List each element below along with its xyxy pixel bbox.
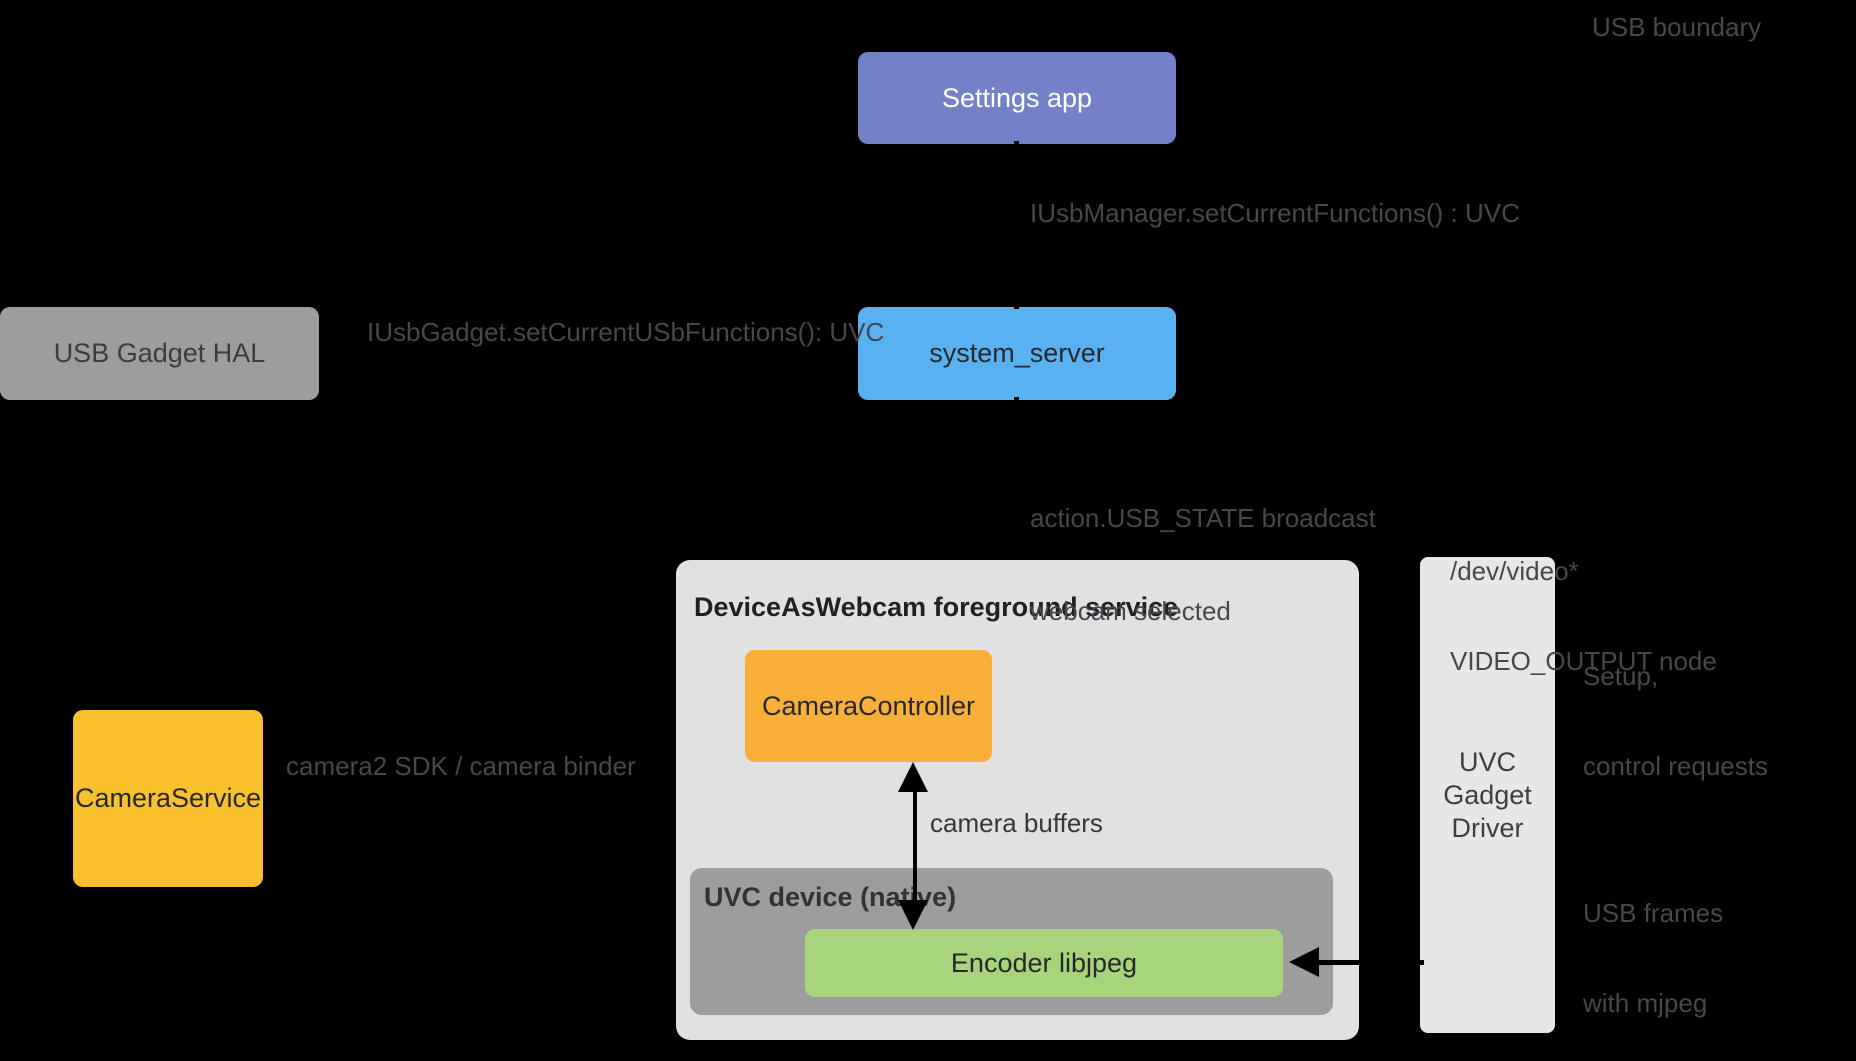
camera-buffers-label: camera buffers bbox=[930, 808, 1103, 838]
camera-controller-box: CameraController bbox=[745, 650, 992, 762]
usb-frames-label: USB frames with mjpeg bbox=[1583, 838, 1723, 1061]
setup-control-label: Setup, control requests bbox=[1583, 601, 1768, 841]
arrow-system-server-to-webcam-service bbox=[1014, 397, 1019, 557]
uvc-device-native-container: UVC device (native) Encoder libjpeg bbox=[690, 868, 1333, 1015]
device-as-webcam-container: DeviceAsWebcam foreground service Camera… bbox=[676, 560, 1359, 1040]
dev-video-label: /dev/video* VIDEO_OUTPUT node bbox=[1450, 496, 1717, 736]
gadget-to-encoder-arrow-shaft bbox=[1316, 960, 1424, 965]
gadget-to-encoder-arrow-head-icon bbox=[1289, 947, 1319, 977]
dev-video-label-line1: /dev/video* bbox=[1450, 556, 1579, 586]
settings-app-box: Settings app bbox=[858, 52, 1176, 144]
usb-frames-label-line2: with mjpeg bbox=[1583, 988, 1708, 1018]
iusbgadget-label: IUsbGadget.setCurrentUSbFunctions(): UVC bbox=[367, 317, 885, 347]
camera-service-box: CameraService bbox=[73, 710, 263, 887]
system-server-box: system_server bbox=[858, 307, 1176, 400]
uvc-gadget-driver-line: Driver bbox=[1451, 812, 1524, 843]
arrow-settings-to-system-server bbox=[1014, 141, 1019, 309]
uvc-gadget-driver-line: Gadget bbox=[1443, 779, 1532, 810]
usb-boundary-label: USB boundary bbox=[1592, 12, 1762, 42]
usb-frames-label-line1: USB frames bbox=[1583, 898, 1724, 928]
iusbmanager-label: IUsbManager.setCurrentFunctions() : UVC bbox=[1030, 198, 1520, 228]
usb-gadget-hal-box: USB Gadget HAL bbox=[0, 307, 319, 400]
encoder-libjpeg-box: Encoder libjpeg bbox=[805, 929, 1283, 997]
setup-control-label-line2: control requests bbox=[1583, 751, 1768, 781]
usb-state-label-line1: action.USB_STATE broadcast bbox=[1030, 503, 1376, 533]
camera-buffers-arrow-shaft bbox=[913, 790, 917, 902]
usb-state-label: action.USB_STATE broadcast webcam select… bbox=[1030, 441, 1376, 689]
dev-video-label-line2: VIDEO_OUTPUT node bbox=[1450, 646, 1717, 676]
setup-control-label-line1: Setup, bbox=[1583, 661, 1659, 691]
device-as-webcam-title: DeviceAsWebcam foreground service bbox=[694, 592, 1179, 622]
camera2-sdk-label: camera2 SDK / camera binder bbox=[286, 751, 636, 781]
arrow-camera-service-link bbox=[272, 796, 668, 800]
usb-state-label-line2: webcam selected bbox=[1030, 596, 1231, 626]
camera-buffers-arrow-head-down-icon bbox=[898, 900, 928, 930]
uvc-gadget-driver-line: UVC bbox=[1458, 746, 1516, 777]
camera-buffers-arrow-head-up-icon bbox=[898, 762, 928, 792]
uvc-gadget-driver-box: UVC Gadget Driver bbox=[1420, 557, 1555, 1033]
arrow-system-server-to-hal bbox=[330, 350, 850, 354]
